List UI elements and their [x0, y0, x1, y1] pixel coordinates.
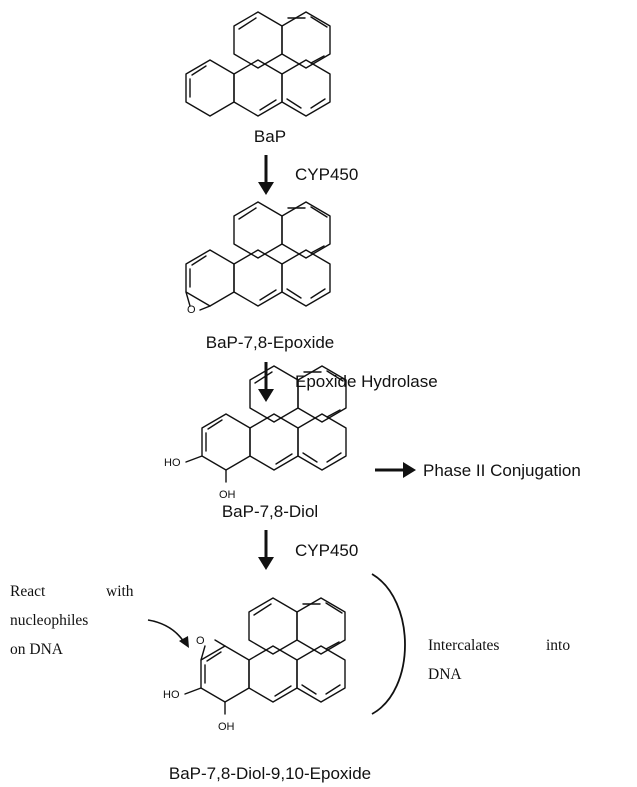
intercalate-note-line1-word1: Intercalates [428, 637, 499, 654]
react-note-line1-word1: React [10, 583, 46, 600]
diol-epoxide-structure [184, 597, 346, 715]
enzyme-label-2: Epoxide Hydrolase [295, 372, 438, 391]
enzyme-label-1: CYP450 [295, 165, 358, 184]
react-note-line3: on DNA [10, 641, 64, 658]
diol-structure [185, 365, 347, 483]
react-note-line2: nucleophiles [10, 612, 88, 629]
diol-epoxide-label: BaP-7,8-Diol-9,10-Epoxide [169, 764, 371, 783]
diol-epoxide-oxygen: O [196, 635, 205, 647]
phase-ii-arrow [375, 462, 416, 478]
phase-ii-label: Phase II Conjugation [423, 461, 581, 480]
bap-structure [185, 11, 331, 117]
react-pointer-arrow [147, 619, 189, 648]
reaction-arrow-1 [258, 155, 274, 195]
reaction-arrow-3 [258, 530, 274, 570]
intercalate-note-line2: DNA [428, 666, 462, 683]
diol-epoxide-hydroxyl-left: HO [163, 689, 180, 701]
epoxide-label: BaP-7,8-Epoxide [206, 333, 335, 352]
intercalation-bracket [371, 573, 406, 715]
intercalate-note-line1-word2: into [546, 637, 570, 654]
bap-label: BaP [254, 127, 286, 146]
diol-label: BaP-7,8-Diol [222, 502, 318, 521]
react-note-line1-word2: with [106, 583, 134, 600]
epoxide-oxygen: O [187, 304, 196, 316]
enzyme-label-3: CYP450 [295, 541, 358, 560]
diol-epoxide-hydroxyl-bottom: OH [218, 721, 235, 733]
diol-hydroxyl-left: HO [164, 457, 181, 469]
diol-hydroxyl-bottom: OH [219, 489, 236, 501]
epoxide-structure [185, 201, 331, 311]
